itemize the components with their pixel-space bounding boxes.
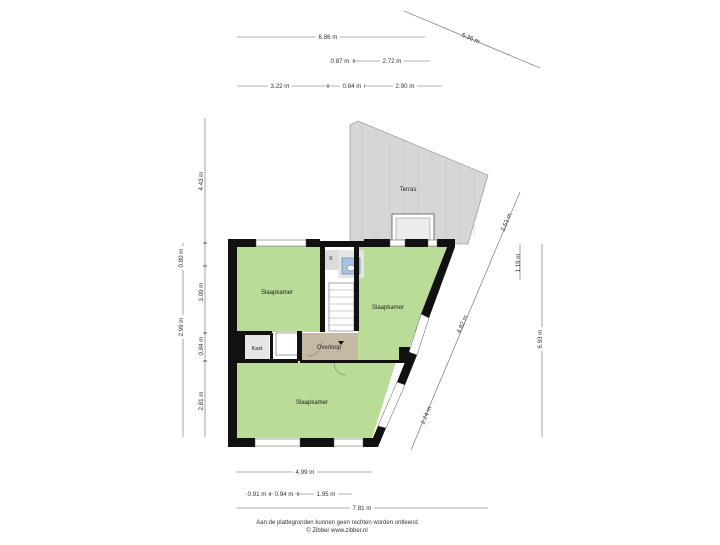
room-label-terrace: Terras xyxy=(400,187,417,193)
stair-lower-area xyxy=(275,332,299,356)
room-label-small-room: K xyxy=(329,256,333,262)
dim-right-a-label: 2.53 m xyxy=(500,212,514,232)
dim-left-inner: 4.43 m 3.09 m 0.84 m 2.81 m xyxy=(198,118,207,437)
bedroom-bottom-floor xyxy=(236,362,396,438)
dim-left-d-label: 2.99 m xyxy=(178,318,185,337)
dim-diag-top: 5.36 m xyxy=(403,10,541,69)
toilet-icon xyxy=(346,264,356,272)
dim-top-e-label: 2.90 m xyxy=(396,83,415,90)
dim-right-d-label: 1.19 m xyxy=(515,254,522,273)
footer-copyright: © Zibber www.zibber.nl xyxy=(306,527,367,534)
stair-steps xyxy=(329,289,354,326)
dim-left-a-label: 4.43 m xyxy=(198,172,205,191)
dim-bottom-d-label: 1.95 m xyxy=(317,491,336,498)
dim-top-total-label: 6.86 m xyxy=(319,34,338,41)
dim-right-b-label: 4.82 m xyxy=(456,314,470,334)
landing-floor xyxy=(300,333,358,362)
bedroom-right-floor xyxy=(358,246,447,362)
dim-top-total: 6.86 m xyxy=(237,32,425,42)
dim-right-e-label: 6.93 m xyxy=(537,330,544,349)
room-label-bedroom-bottom: Slaapkamer xyxy=(296,400,328,406)
dim-top-row2: 0.87 m 2.72 m xyxy=(328,56,430,66)
walls xyxy=(228,239,455,447)
dim-top-row3: 3.22 m 0.84 m 2.90 m xyxy=(237,81,442,91)
dim-bottom-a-label: 4.99 m xyxy=(296,469,315,476)
dim-left-b-label: 0.80 m xyxy=(178,249,185,268)
dim-top-b-label: 2.72 m xyxy=(383,58,402,65)
windows xyxy=(254,239,438,447)
room-label-closet: Kast xyxy=(251,346,262,352)
bedroom-top-left-floor xyxy=(236,246,322,332)
room-label-landing: Overloop xyxy=(317,345,342,351)
closet-floor xyxy=(245,333,269,359)
dim-left-f-label: 2.81 m xyxy=(198,392,205,411)
dim-bottom-total-label: 7.81 m xyxy=(353,505,372,512)
dim-right-c-label: 2.74 m xyxy=(420,405,434,425)
small-room-floor xyxy=(325,250,338,270)
stair-arrow-icon xyxy=(338,341,344,345)
dim-left-outer: 0.80 m 2.99 m xyxy=(178,243,188,437)
dim-diag-top-label: 5.36 m xyxy=(460,32,480,46)
terrace-area xyxy=(349,120,489,245)
dim-top-a-label: 0.87 m xyxy=(331,58,350,65)
dim-bottom-b-label: 0.91 m xyxy=(248,491,267,498)
dim-bottom-c-label: 0.94 m xyxy=(275,491,294,498)
room-label-bedroom-top-left: Slaapkamer xyxy=(261,290,293,296)
room-label-bedroom-right: Slaapkamer xyxy=(372,305,404,311)
footer-disclaimer: Aan de plattegronden kunnen geen rechten… xyxy=(256,520,417,526)
dim-top-d-label: 0.84 m xyxy=(343,83,362,90)
dim-bottom-a: 4.99 m xyxy=(236,467,372,477)
dim-left-e-label: 0.84 m xyxy=(198,337,205,356)
dim-bottom-row2: 0.91 m 0.94 m 1.95 m xyxy=(245,489,352,499)
dim-bottom-total: 7.81 m xyxy=(236,503,488,513)
stair-area xyxy=(328,282,355,332)
dim-top-c-label: 3.22 m xyxy=(271,83,290,90)
door-swings xyxy=(307,341,347,376)
dim-right-vertical: 1.19 m 6.93 m xyxy=(515,244,547,437)
dim-left-c-label: 3.09 m xyxy=(198,283,205,302)
